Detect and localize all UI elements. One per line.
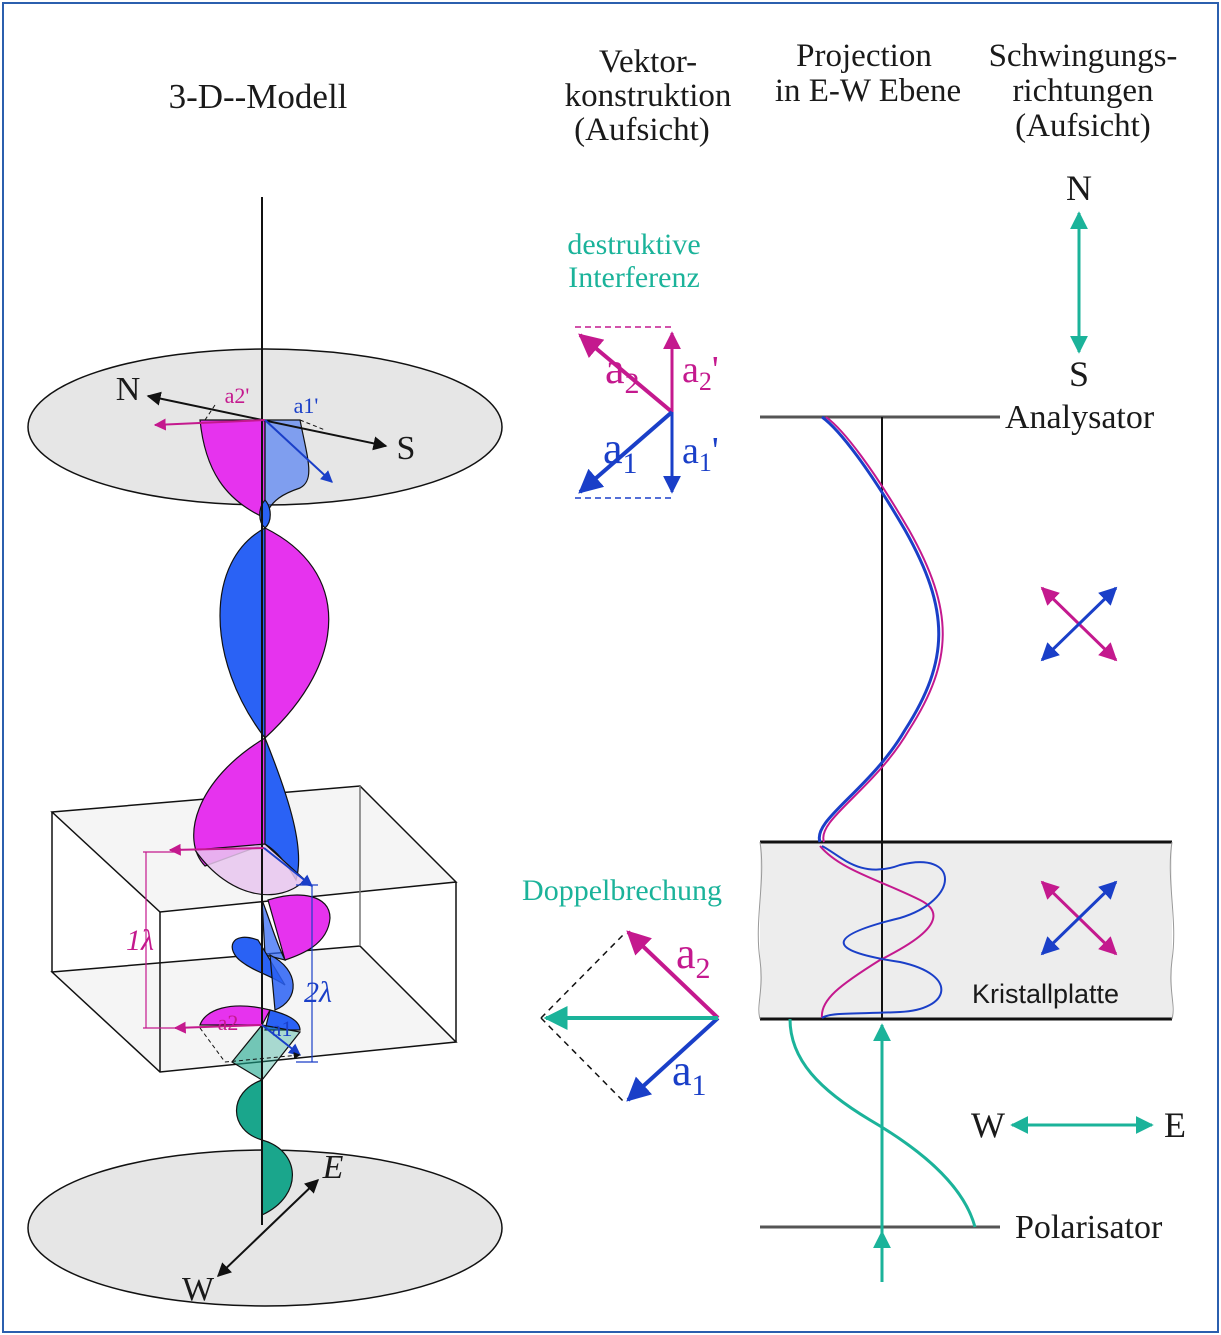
vec-a2-prime-label: a2' — [682, 349, 719, 396]
header-vektor-line1: Vektor- — [599, 44, 697, 80]
wave-lobes-crystal — [199, 894, 331, 1082]
proj-wave-magenta-crystal — [819, 845, 935, 1019]
one-lambda-label: 1λ — [126, 924, 154, 957]
proj-wave-blue-crystal — [821, 845, 946, 1019]
cross-lower-blue — [1040, 880, 1118, 956]
model-south-label: S — [397, 430, 416, 467]
model-a1-label: a1 — [272, 1016, 293, 1041]
model-crystal-top-a2 — [168, 843, 265, 856]
doppel-a2-arrow — [626, 930, 720, 1020]
header-projection-line2: in E-W Ebene — [775, 73, 961, 109]
column-headers: 3-D--Modell Vektor- konstruktion (Aufsic… — [169, 38, 1178, 148]
vec-a2-label: a2 — [605, 344, 640, 400]
two-lambda-label: 2λ — [304, 976, 332, 1009]
header-vektor-line2: konstruktion — [565, 78, 732, 114]
dir-west-label: W — [971, 1105, 1005, 1145]
vector-construction: destruktive Interferenz a2 a2' a1 a1' Do… — [522, 228, 722, 1105]
polarisator-label: Polarisator — [1015, 1209, 1163, 1246]
dir-south-label: S — [1069, 354, 1089, 394]
proj-wave-magenta-upper — [822, 416, 944, 843]
dir-east-label: E — [1164, 1105, 1186, 1145]
header-schwingung-line3: (Aufsicht) — [1015, 108, 1151, 144]
model-crystal-bottom-a2 — [173, 1021, 263, 1034]
model-a2-label: a2 — [218, 1010, 239, 1035]
model-crystal-top-a1 — [263, 847, 313, 887]
proj-wave-teal — [788, 1018, 977, 1228]
vec-a1-prime-label: a1' — [682, 430, 719, 477]
header-3d-model: 3-D--Modell — [169, 77, 348, 116]
header-vektor-line3: (Aufsicht) — [574, 112, 710, 148]
model-a2-prime-vector — [153, 418, 266, 431]
model-a1-prime-vector — [264, 419, 333, 483]
proj-wave-blue-upper — [817, 415, 941, 843]
model-west-label: W — [182, 1271, 215, 1308]
model-a2-prime-label: a2' — [225, 383, 250, 408]
two-lambda-dimension — [296, 884, 318, 1063]
analysator-label: Analysator — [1005, 399, 1155, 436]
vec-a2-arrow — [578, 333, 674, 414]
header-projection-line1: Projection — [796, 38, 932, 74]
doppel-a1-arrow — [626, 1016, 720, 1102]
header-schwingung-line2: richtungen — [1012, 73, 1153, 109]
ew-axis — [216, 1179, 320, 1277]
doppel-a1-label: a1 — [672, 1046, 707, 1102]
vibration-directions: N S W E — [971, 168, 1186, 1145]
kristallplatte-label: Kristallplatte — [972, 979, 1119, 1009]
destructive-line2: Interferenz — [568, 261, 700, 294]
header-schwingung-line1: Schwingungs- — [989, 38, 1178, 74]
model-a1-prime-label: a1' — [294, 393, 319, 418]
model-north-label: N — [116, 371, 141, 408]
3d-model: N S a2' a1' a2 a1 1λ 2λ — [27, 197, 503, 1308]
model-crystal-bottom-a1 — [261, 1024, 301, 1056]
doppel-a2-label: a2 — [676, 929, 711, 985]
model-east-label: E — [322, 1149, 344, 1186]
cross-upper-blue — [1040, 586, 1118, 662]
doppelbrechung-label: Doppelbrechung — [522, 874, 722, 907]
vec-a1-label: a1 — [603, 424, 638, 480]
vec-a1-arrow — [578, 410, 674, 494]
one-lambda-dimension — [143, 851, 175, 1029]
dir-north-label: N — [1066, 168, 1092, 208]
destructive-line1: destruktive — [567, 228, 700, 261]
